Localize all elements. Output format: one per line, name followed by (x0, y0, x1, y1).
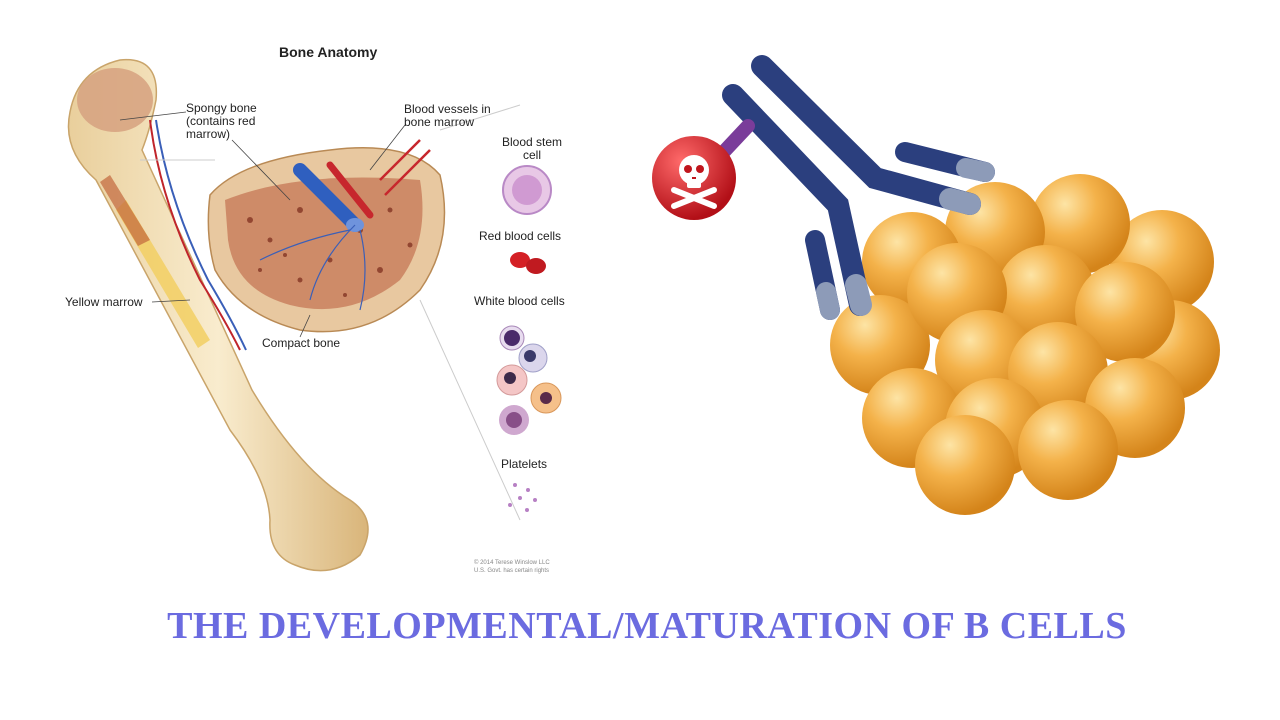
spongy-bone-texture (225, 177, 423, 310)
label-white-blood-cells: White blood cells (474, 294, 565, 308)
label-blood-stem-cell: Blood stem cell (501, 135, 563, 162)
bone-anatomy-illustration (67, 58, 562, 572)
antibody-heavy-chain-left (722, 84, 871, 316)
label-yellow-marrow: Yellow marrow (65, 295, 143, 309)
label-spongy-bone: Spongy bone (contains red marrow) (186, 101, 257, 141)
label-compact-bone: Compact bone (262, 336, 341, 350)
femur-bone (67, 58, 369, 572)
marrow-artery (326, 161, 374, 219)
antibody-tip (816, 282, 840, 320)
skull-crossbones-icon (671, 155, 717, 209)
marrow-vein (293, 163, 362, 232)
bone-anatomy-title: Bone Anatomy (279, 44, 378, 60)
vessel-branches (379, 139, 431, 196)
label-platelets: Platelets (501, 457, 548, 471)
stem-cell-nucleus (512, 175, 542, 205)
red-blood-cells (510, 252, 546, 274)
cell-cluster (830, 174, 1220, 515)
antibody-tip (956, 158, 995, 182)
zoom-lines (140, 104, 521, 521)
antibody-tip (939, 188, 981, 215)
antibody (711, 55, 995, 320)
antibody-heavy-chain-right (751, 55, 981, 215)
antibody-tip (845, 274, 872, 316)
vessel-network (259, 224, 366, 311)
leader-lines (119, 111, 406, 338)
white-blood-cells (496, 325, 562, 435)
femoral-head (77, 68, 153, 132)
platelets (508, 483, 537, 512)
red-marrow-region (100, 175, 150, 246)
toxin-payload (652, 136, 736, 220)
label-blood-vessels: Blood vessels in bone marrow (404, 102, 491, 129)
label-red-blood-cells: Red blood cells (479, 229, 562, 243)
page-title: THE DEVELOPMENTAL/MATURATION OF B CELLS (167, 605, 1127, 647)
image-credit: © 2014 Terese Winslow LLC U.S. Govt. has… (474, 560, 550, 574)
